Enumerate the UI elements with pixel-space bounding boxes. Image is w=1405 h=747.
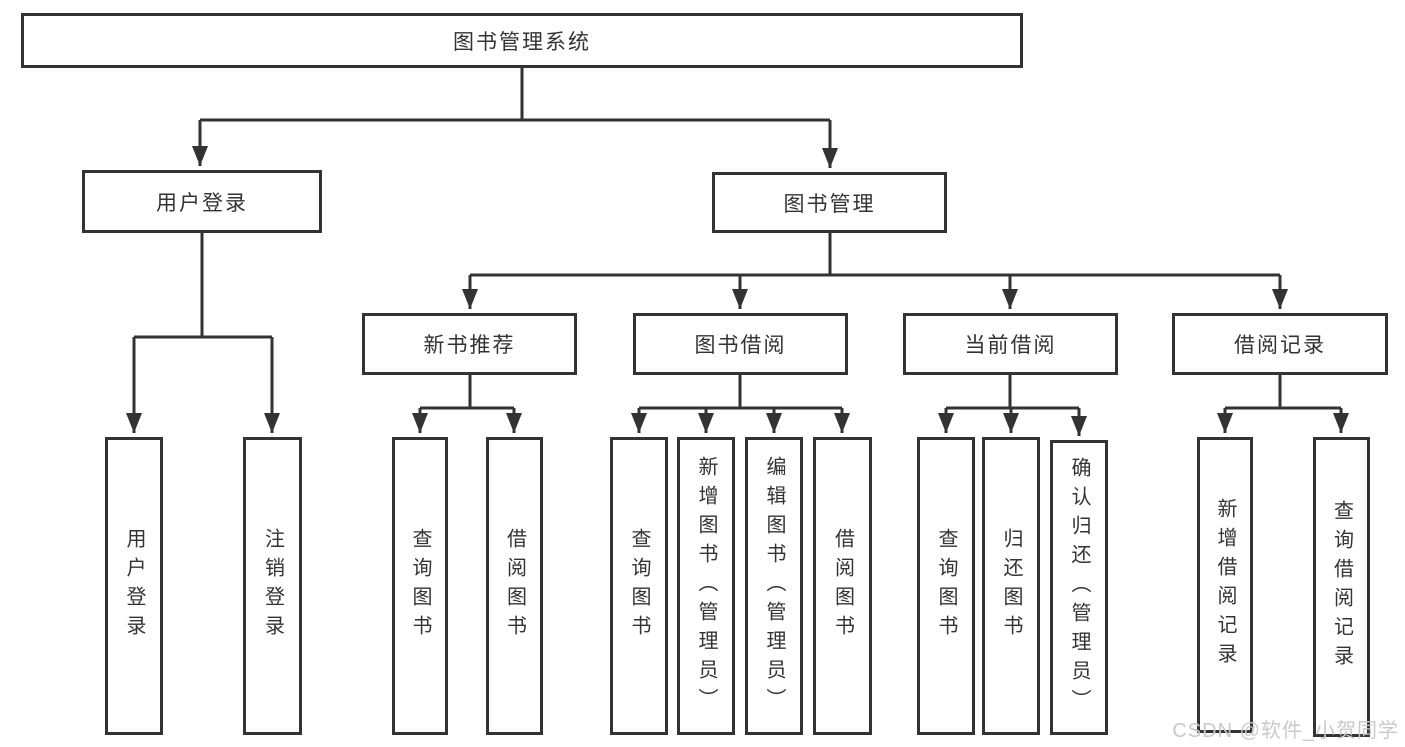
node-label: 当前借阅 <box>964 334 1057 357</box>
node-label: 新增图书（管理员） <box>695 455 717 717</box>
connector-borrow-records <box>1225 375 1341 410</box>
connector-book-mgmt <box>470 233 1280 277</box>
node-label: 图书管理系统 <box>453 30 591 54</box>
node-borrowing-records: 借阅记录 <box>1172 313 1388 375</box>
connector-user-login <box>134 233 272 339</box>
leaf-query-books-2: 查询图书 <box>610 437 668 735</box>
leaf-add-book-admin: 新增图书（管理员） <box>677 437 735 735</box>
connector-book-borrow <box>639 375 842 410</box>
node-library-management-system: 图书管理系统 <box>21 13 1023 68</box>
node-label: 新书推荐 <box>423 334 516 357</box>
csdn-watermark: CSDN @软件_小贺同学 <box>1172 720 1399 742</box>
node-label: 新增借阅记录 <box>1214 498 1236 672</box>
node-label: 查询图书 <box>935 528 957 644</box>
node-label: 查询图书 <box>628 528 650 644</box>
leaf-query-borrow-record: 查询借阅记录 <box>1313 437 1370 737</box>
node-label: 确认归还（管理员） <box>1068 457 1090 718</box>
node-label: 图书借阅 <box>694 334 787 357</box>
leaf-user-login: 用户登录 <box>105 437 163 735</box>
node-label: 查询图书 <box>409 528 431 644</box>
leaf-confirm-return-admin: 确认归还（管理员） <box>1050 440 1108 735</box>
node-label: 借阅记录 <box>1234 334 1326 357</box>
node-new-book-recommend: 新书推荐 <box>362 313 577 375</box>
node-label: 用户登录 <box>156 191 248 215</box>
leaf-return-books: 归还图书 <box>982 437 1040 735</box>
node-label: 查询借阅记录 <box>1330 500 1353 674</box>
connector-root <box>200 68 830 122</box>
node-label: 图书管理 <box>783 192 876 216</box>
node-label: 用户登录 <box>123 528 145 644</box>
node-label: 注销登录 <box>261 528 284 644</box>
node-book-management: 图书管理 <box>712 172 947 233</box>
node-current-borrowing: 当前借阅 <box>903 313 1118 375</box>
leaf-borrow-books-1: 借阅图书 <box>486 437 543 735</box>
leaf-edit-book-admin: 编辑图书（管理员） <box>745 437 803 735</box>
leaf-add-borrow-record: 新增借阅记录 <box>1197 437 1253 733</box>
node-book-borrowing: 图书借阅 <box>633 313 848 375</box>
node-user-login: 用户登录 <box>82 170 322 233</box>
connector-new-books <box>420 375 514 410</box>
leaf-borrow-books-2: 借阅图书 <box>813 437 872 735</box>
node-label: 借阅图书 <box>831 528 854 644</box>
node-label: 归还图书 <box>1000 528 1022 644</box>
leaf-query-books-3: 查询图书 <box>917 437 975 735</box>
node-label: 借阅图书 <box>503 528 526 644</box>
leaf-query-books-1: 查询图书 <box>392 437 448 735</box>
connector-current-borrow <box>946 375 1079 410</box>
leaf-logout: 注销登录 <box>243 437 302 735</box>
node-label: 编辑图书（管理员） <box>763 455 785 717</box>
